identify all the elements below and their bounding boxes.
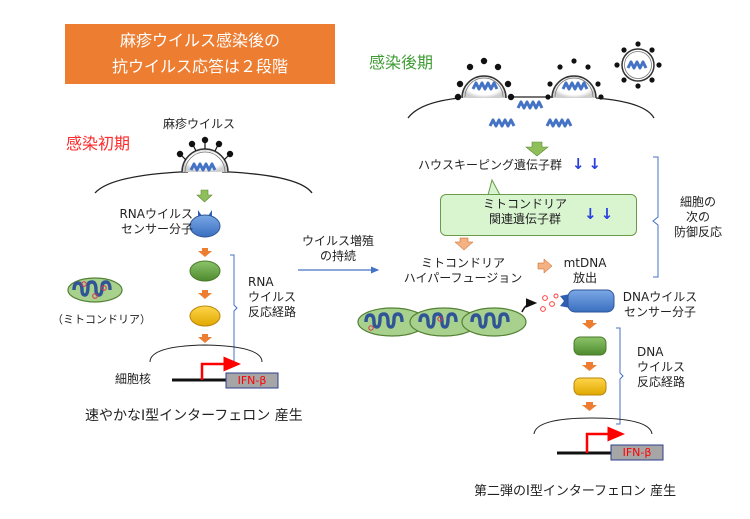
defense-response-bracket <box>652 156 659 278</box>
rna-sensor-label-line2: センサー分子 <box>120 222 193 236</box>
defense-label-line3: 防御反応 <box>673 225 722 239</box>
nuclear-membrane-early <box>149 344 263 363</box>
transition-label-line2: の持続 <box>319 249 356 263</box>
transition-label-line1: ウイルス増殖 <box>301 234 374 248</box>
measles-virion-released <box>614 41 662 89</box>
light-orange-arrow-down <box>454 237 474 251</box>
mitochondria-label: （ミトコンドリア） <box>52 313 151 326</box>
green-arrow-down-early <box>196 189 213 203</box>
rna-pathway-label-line1: RNA <box>248 275 274 289</box>
mito-genes-label-line1: ミトコンドリア <box>482 197 567 211</box>
measles-virion-late-2 <box>545 58 604 100</box>
downregulation-arrows-mito: ↓↓ <box>584 205 618 223</box>
fused-mitochondria <box>357 307 527 337</box>
mitochondrion-icon <box>67 277 123 303</box>
ifn-beta-gene-box-late <box>610 444 664 461</box>
green-signal-node-late <box>573 336 607 356</box>
rna-pathway-label-line3: 反応経路 <box>248 305 297 319</box>
title-line-1: 麻疹ウイルス感染後の <box>119 31 280 50</box>
yellow-signal-node-early <box>189 305 221 327</box>
orange-arrow-late-2 <box>582 362 597 371</box>
mtdna-fragments <box>540 293 559 312</box>
orange-arrow-early-3 <box>198 334 212 343</box>
dna-sensor-molecule <box>560 289 615 313</box>
late-phase-heading: 感染後期 <box>369 53 434 72</box>
mtdna-label-line1: mtDNA <box>563 256 607 270</box>
mtdna-release-arrow <box>521 298 538 313</box>
measles-virus-label: 麻疹ウイルス <box>163 117 236 131</box>
promoter-arrow-early <box>200 356 241 380</box>
dna-pathway-label-line2: ウイルス <box>637 360 686 374</box>
orange-arrow-late-1 <box>582 320 597 329</box>
dna-pathway-bracket <box>616 327 624 425</box>
defense-label-line1: 細胞の <box>679 195 716 209</box>
green-arrow-down-late <box>525 141 549 157</box>
rna-pathway-bracket <box>230 254 238 362</box>
title-banner: 麻疹ウイルス感染後の 抗ウイルス応答は２段階 <box>65 24 335 84</box>
nuclear-membrane-late <box>533 417 653 435</box>
rna-pathway-label-line2: ウイルス <box>248 290 297 304</box>
ifn-beta-gene-box-early <box>225 372 279 389</box>
rna-sensor-molecule <box>189 210 221 238</box>
mito-genes-callout <box>440 194 637 236</box>
defense-label-line2: 次の <box>685 210 710 224</box>
ifn-beta-label-late: IFN-β <box>622 446 652 459</box>
orange-arrow-early-2 <box>198 290 212 299</box>
measles-virion-early <box>176 136 234 173</box>
nucleus-label: 細胞核 <box>115 372 152 386</box>
late-phase-caption: 第二弾のⅠ型インターフェロン 産生 <box>474 484 677 499</box>
yellow-signal-node-late <box>573 377 607 396</box>
orange-arrow-late-3 <box>582 402 597 411</box>
green-signal-node-early <box>189 260 221 282</box>
hyperfusion-label-line1: ミトコンドリア <box>420 256 505 270</box>
light-orange-arrow-right <box>537 258 553 274</box>
downregulation-arrows-housekeeping: ↓↓ <box>571 155 605 173</box>
ifn-beta-label-early: IFN-β <box>237 374 267 387</box>
dna-sensor-label-line1: DNAウイルス <box>622 290 698 304</box>
callout-pointer <box>487 178 501 196</box>
early-phase-caption: 速やかなⅠ型インターフェロン 産生 <box>85 408 303 424</box>
cell-membrane-early <box>94 171 313 194</box>
promoter-arrow-late <box>585 426 625 453</box>
rna-sensor-label-line1: RNAウイルス <box>119 207 193 221</box>
dna-sensor-label-line2: センサー分子 <box>623 305 696 319</box>
hyperfusion-label-line2: ハイパーフュージョン <box>403 271 523 285</box>
mito-genes-label-line2: 関連遺伝子群 <box>488 212 561 226</box>
mtdna-label-line2: 放出 <box>572 271 597 285</box>
dna-pathway-label-line3: 反応経路 <box>637 375 686 389</box>
dna-pathway-label-line1: DNA <box>637 345 664 359</box>
early-phase-heading: 感染初期 <box>66 134 131 153</box>
measles-virion-late-1 <box>454 57 515 101</box>
housekeeping-genes-label: ハウスキーピング遺伝子群 <box>418 158 563 172</box>
orange-arrow-early-1 <box>198 248 212 257</box>
viral-rna-cluster <box>488 100 573 128</box>
title-line-2: 抗ウイルス応答は２段階 <box>111 57 288 76</box>
